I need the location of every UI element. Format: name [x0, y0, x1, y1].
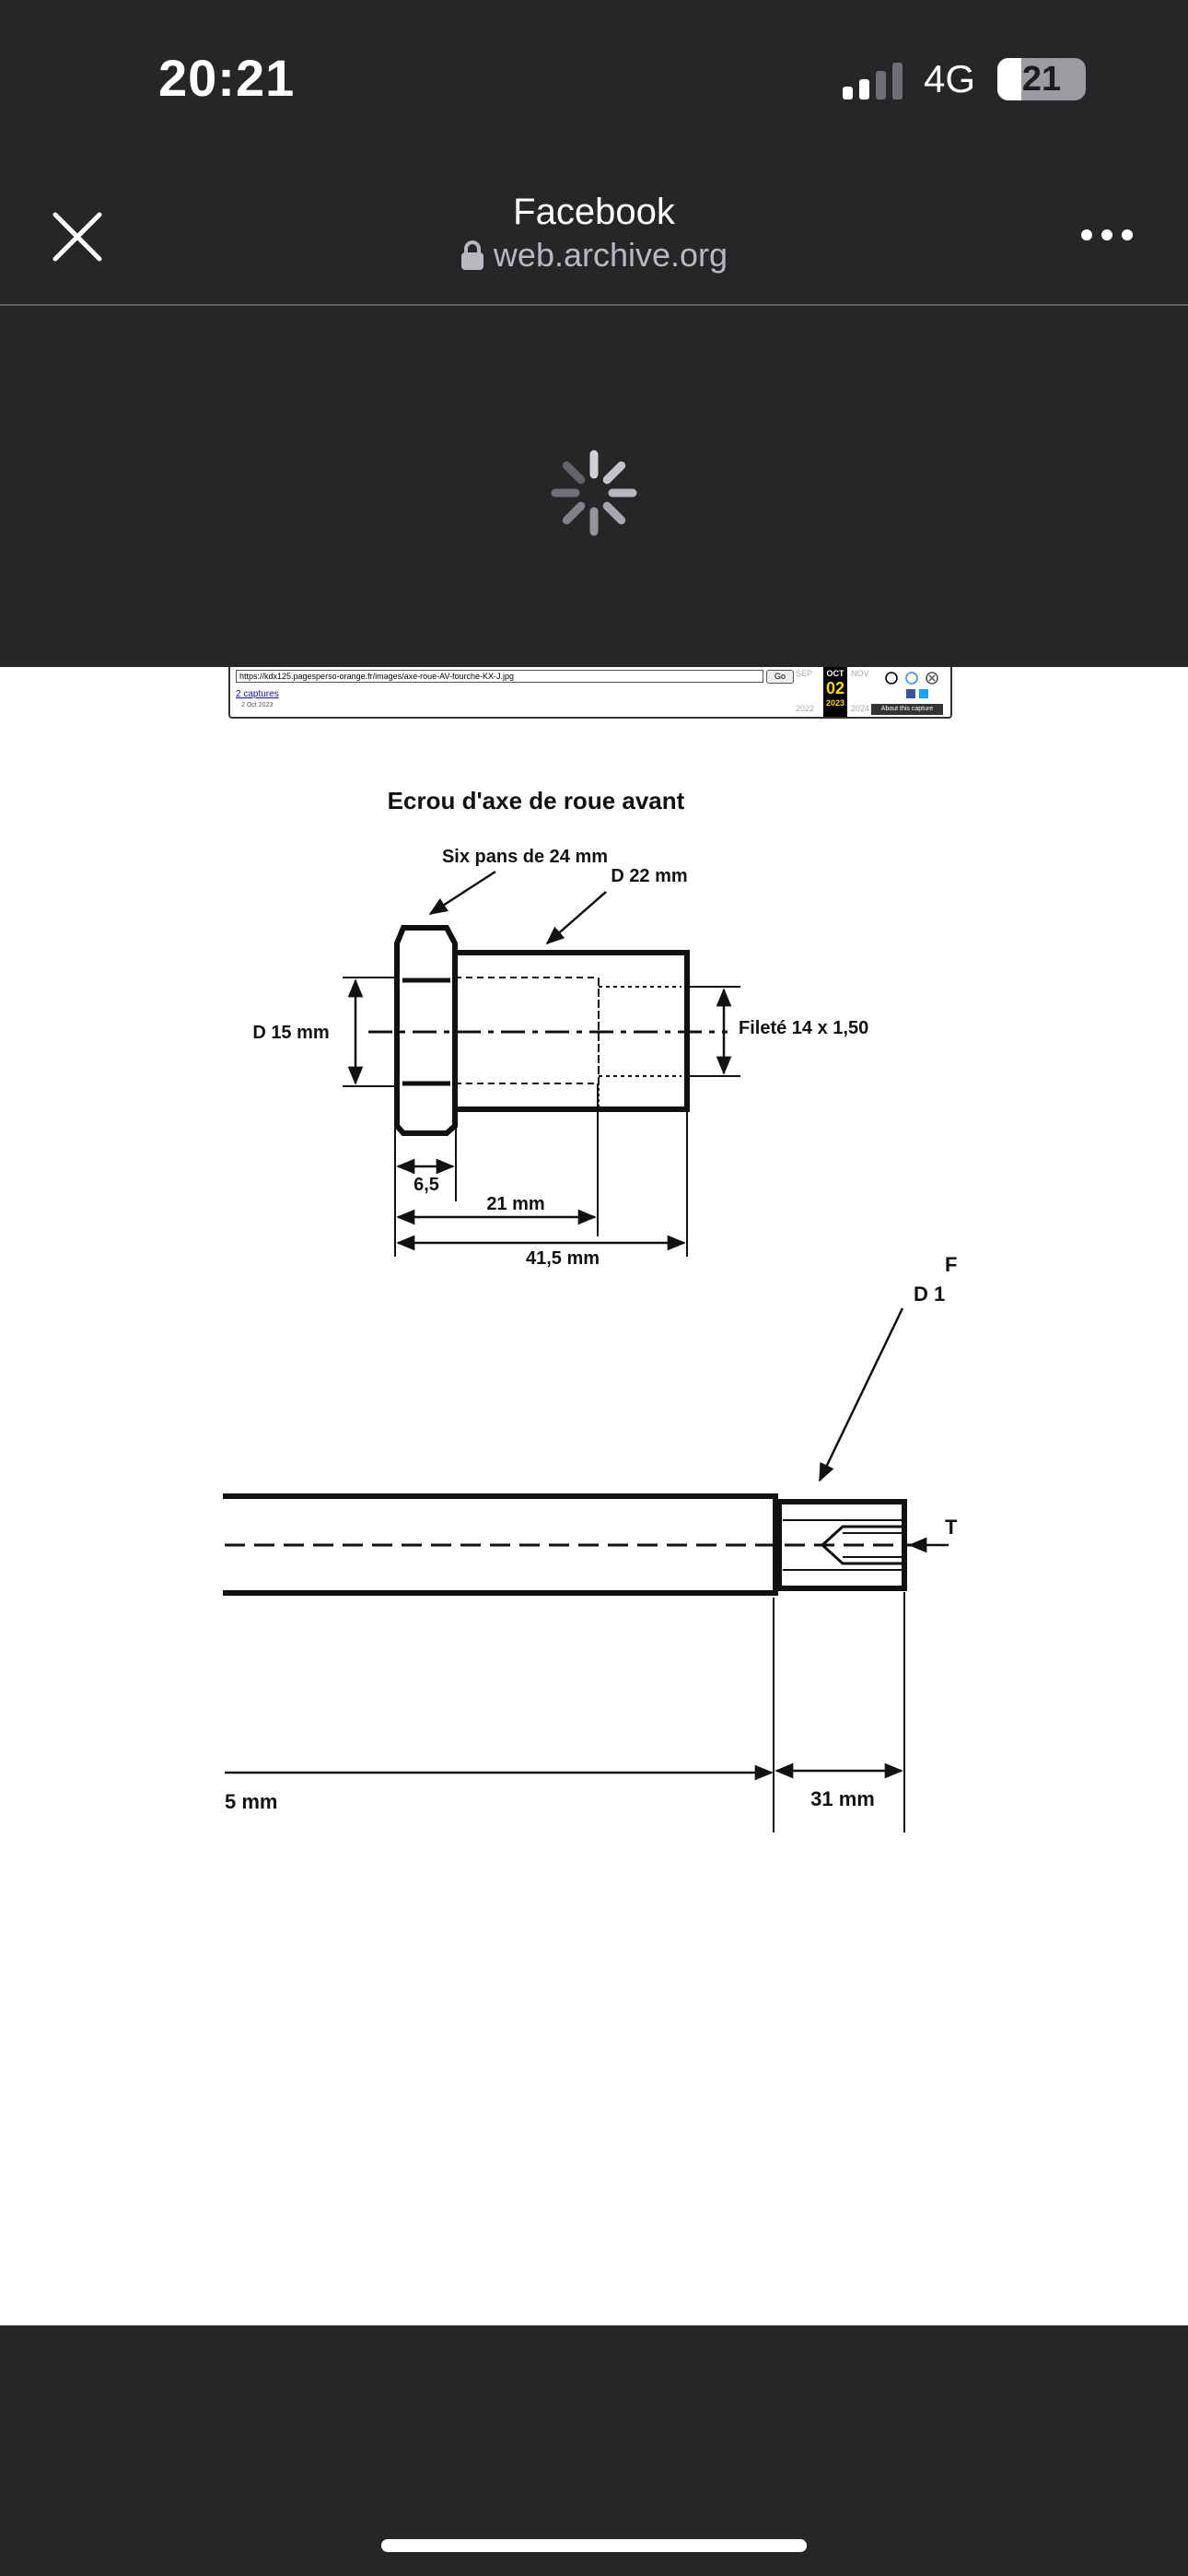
wayback-current-month: OCT	[826, 669, 844, 678]
hex-head	[394, 925, 458, 1136]
wayback-prev-year[interactable]: 2022	[796, 704, 815, 713]
wayback-calendar: SEP 2022 OCT 02 2023 NOV 2024	[796, 667, 875, 717]
total-length-label: 41,5 mm	[526, 1248, 600, 1269]
browser-nav-bar: Facebook web.archive.org	[0, 175, 1188, 306]
wayback-url-input[interactable]: https://kdx125.pagesperso-orange.fr/imag…	[236, 670, 763, 683]
axle-label-clipped-d: D 1	[914, 1282, 945, 1306]
lock-icon	[460, 240, 483, 270]
wayback-about-capture[interactable]: About this capture	[871, 704, 943, 715]
technical-drawing: Ecrou d'axe de roue avant Six pans de 24…	[223, 787, 958, 1832]
home-indicator[interactable]	[381, 2539, 807, 2552]
loading-area	[0, 308, 1188, 667]
more-options-icon[interactable]	[1079, 221, 1135, 249]
axle-tip-length-label: 31 mm	[810, 1787, 875, 1810]
account-icon	[885, 672, 898, 685]
help-icon	[905, 672, 918, 685]
web-page-content[interactable]: https://kdx125.pagesperso-orange.fr/imag…	[0, 667, 1188, 2325]
close-icon	[926, 672, 938, 685]
head-thickness-label: 6,5	[413, 1175, 439, 1195]
url-text: web.archive.org	[493, 236, 728, 274]
thread-label: Fileté 14 x 1,50	[739, 1018, 868, 1038]
wayback-icons	[885, 672, 938, 698]
url-label: web.archive.org	[0, 236, 1188, 275]
wayback-current-year: 2023	[825, 698, 845, 708]
network-type: 4G	[924, 57, 976, 100]
wayback-toolbar: https://kdx125.pagesperso-orange.fr/imag…	[228, 667, 952, 719]
wayback-capture-date: 2 Oct 2023	[241, 702, 274, 708]
battery-tip	[1078, 72, 1085, 87]
battery-icon: 21	[997, 58, 1086, 100]
wayback-next-year[interactable]: 2024	[851, 704, 870, 713]
page-title: Facebook	[513, 192, 675, 232]
wayback-current-date: OCT 02 2023	[823, 667, 847, 717]
status-time: 20:21	[158, 49, 296, 107]
wayback-current-day: 02	[825, 679, 845, 697]
wayback-captures-link[interactable]: 2 captures	[236, 689, 279, 699]
twitter-icon	[919, 689, 928, 698]
wayback-go-button[interactable]: Go	[766, 670, 794, 684]
battery-level: 21	[1021, 60, 1062, 99]
cellular-signal-icon	[843, 63, 903, 100]
axle-length-label-clipped: 5 mm	[225, 1790, 277, 1813]
axle-label-clipped-f: F	[945, 1253, 957, 1276]
status-bar: 20:21 4G 21	[0, 0, 1188, 166]
thread-depth-label: 21 mm	[486, 1194, 544, 1214]
wayback-prev-month[interactable]: SEP	[796, 669, 813, 678]
axle-label-clipped-t: T	[945, 1516, 958, 1539]
axle-shaft	[223, 1493, 907, 1596]
outer-diameter-label: D 22 mm	[611, 866, 687, 886]
wayback-next-month[interactable]: NOV	[851, 669, 869, 678]
loading-spinner-icon	[551, 450, 637, 536]
drawing-title: Ecrou d'axe de roue avant	[388, 787, 685, 814]
close-icon[interactable]	[48, 207, 107, 266]
facebook-icon	[906, 689, 915, 698]
hex-size-label: Six pans de 24 mm	[442, 847, 608, 867]
inner-diameter-label: D 15 mm	[252, 1023, 329, 1043]
